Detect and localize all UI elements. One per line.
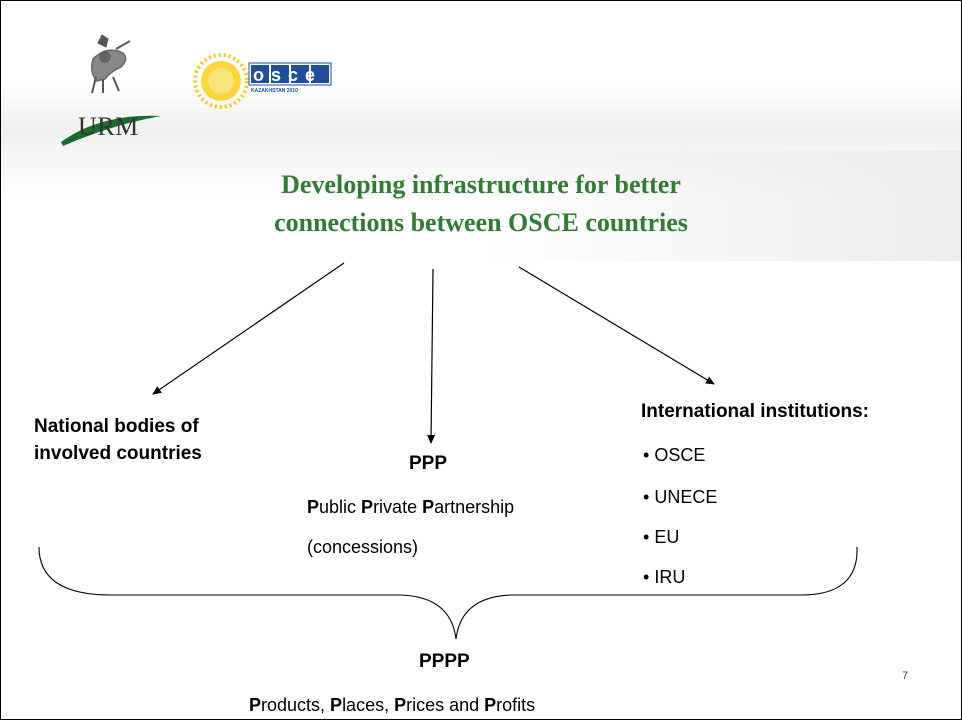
list-item-text: OSCE [654, 445, 706, 465]
osce-badge: osce KAZAKHSTAN 2010 [248, 62, 332, 94]
pppp-rest-1: roducts, [261, 695, 331, 715]
national-bodies-label: National bodies of involved countries [34, 413, 202, 467]
grouping-brace [38, 546, 858, 640]
osce-logo-letters: osce [253, 65, 322, 85]
ppp-title: PPP [409, 453, 448, 474]
urm-swoosh-icon [61, 115, 161, 146]
bullet-icon: • [643, 445, 650, 465]
bullet-icon: • [643, 487, 650, 507]
national-bodies-line-1: National bodies of [34, 416, 199, 437]
ppp-definition: Public Private Partnership [307, 497, 514, 518]
national-bodies-line-2: involved countries [34, 443, 202, 464]
slide-title-line-2: connections between OSCE countries [274, 208, 688, 237]
list-item-text: UNECE [654, 487, 718, 507]
bullet-icon: • [643, 527, 650, 547]
knight-emblem-icon [90, 34, 131, 94]
ppp-rest-1: ublic [319, 497, 362, 517]
pppp-rest-3: rices and [406, 695, 485, 715]
list-item-text: EU [654, 527, 680, 547]
pppp-definition: Products, Places, Prices and Profits [249, 695, 535, 716]
pppp-rest-2: laces, [342, 695, 395, 715]
arrow-to-national-bodies [152, 262, 345, 395]
list-item: • OSCE [643, 445, 705, 466]
ppp-rest-2: rivate [373, 497, 423, 517]
pppp-title: PPPP [419, 651, 470, 672]
bullet-icon: • [643, 567, 650, 587]
list-item-text: IRU [654, 567, 686, 587]
osce-logo-subtext: KAZAKHSTAN 2010 [251, 88, 298, 94]
ppp-initial-2: P [361, 497, 374, 517]
urm-logo-text: URM [78, 112, 139, 141]
list-item: • UNECE [643, 487, 717, 508]
ppp-initial-1: P [307, 497, 320, 517]
list-item: • EU [643, 527, 679, 548]
ppp-initial-3: P [422, 497, 435, 517]
pppp-initial-3: P [394, 695, 407, 715]
ppp-rest-3: artnership [434, 497, 515, 517]
arrow-to-international-institutions [518, 266, 715, 385]
arrow-to-ppp [427, 268, 436, 444]
pppp-rest-4: rofits [496, 695, 536, 715]
slide-title: Developing infrastructure for better con… [181, 166, 781, 242]
list-item: • IRU [643, 567, 685, 588]
sun-logo-icon [193, 53, 249, 109]
slide-title-line-1: Developing infrastructure for better [281, 170, 681, 199]
background-band-right [481, 151, 961, 261]
pppp-initial-1: P [249, 695, 262, 715]
pppp-initial-4: P [484, 695, 497, 715]
pppp-initial-2: P [330, 695, 343, 715]
international-institutions-title: International institutions: [641, 401, 869, 422]
page-number: 7 [902, 670, 909, 682]
ppp-note: (concessions) [307, 537, 419, 557]
